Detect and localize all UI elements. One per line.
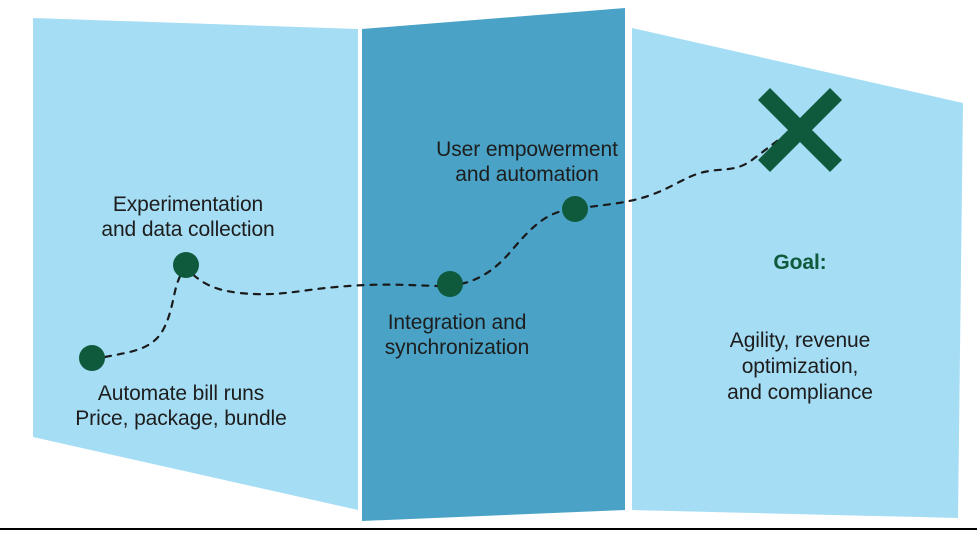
goal-heading: Goal:: [773, 251, 827, 274]
node-4-label: User empowerment and automation: [436, 138, 618, 186]
goal-x-icon: [757, 87, 843, 173]
milestone-node-4[interactable]: [562, 196, 588, 222]
panel-middle-shape: [362, 8, 625, 521]
bottom-divider: [0, 528, 977, 530]
milestone-node-1[interactable]: [79, 345, 105, 371]
panel-right-shape: [632, 28, 963, 518]
node-3-label: Integration and synchronization: [384, 311, 530, 359]
milestone-node-2[interactable]: [173, 252, 199, 278]
milestone-node-3[interactable]: [437, 271, 463, 297]
node-1-label: Automate bill runs Price, package, bundl…: [75, 382, 287, 430]
goal-body-text: Agility, revenue optimization, and compl…: [727, 329, 873, 404]
goal-text-block: Goal: Agility, revenue optimization, and…: [700, 197, 900, 458]
journey-dashed-path: [103, 131, 790, 359]
node-2-label: Experimentation and data collection: [101, 193, 275, 241]
